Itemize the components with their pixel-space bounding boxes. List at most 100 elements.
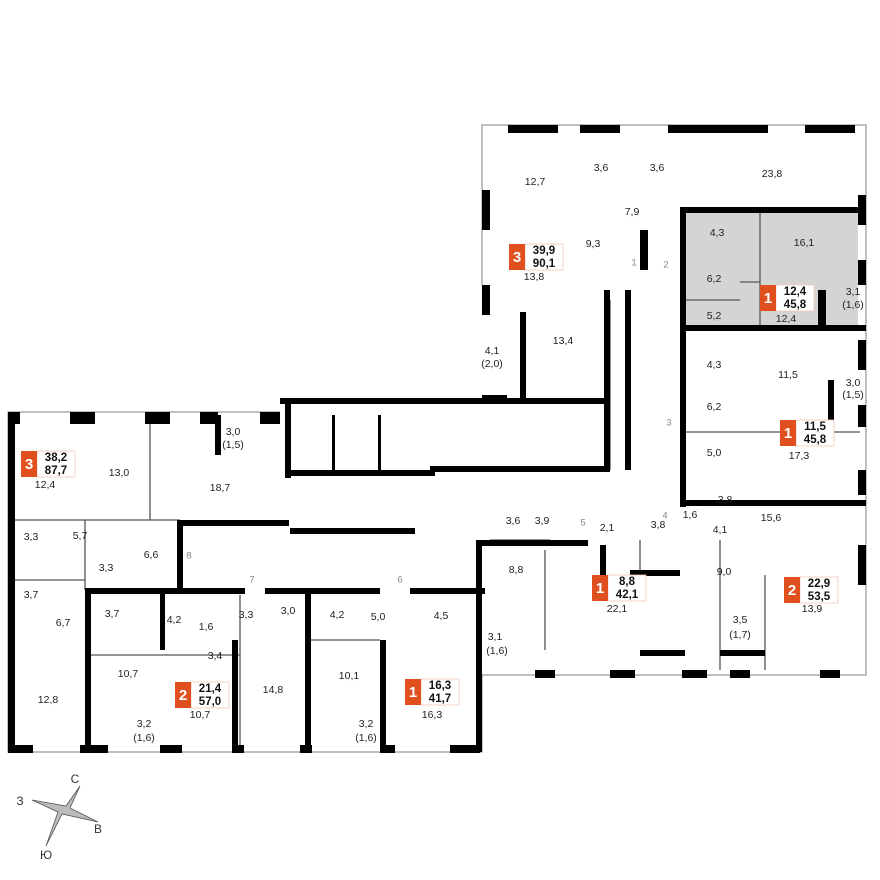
room-area-label: (1,6) bbox=[842, 299, 864, 311]
wall bbox=[145, 412, 170, 424]
room-area-label: 3,0 bbox=[226, 426, 241, 438]
badge-frame bbox=[420, 678, 460, 706]
room-count: 1 bbox=[596, 580, 604, 597]
room-area-label: 3,8 bbox=[651, 519, 666, 531]
wall bbox=[285, 398, 291, 478]
room-area-label: 3,5 bbox=[733, 614, 748, 626]
wall bbox=[482, 190, 490, 230]
room-count: 3 bbox=[25, 456, 33, 473]
compass-east: В bbox=[94, 822, 102, 836]
room-count-box bbox=[175, 682, 191, 708]
room-count-box bbox=[405, 679, 421, 705]
room-area-label: 10,7 bbox=[118, 668, 139, 680]
wall bbox=[290, 528, 415, 534]
wall bbox=[508, 125, 558, 133]
wall bbox=[604, 290, 610, 470]
wall bbox=[70, 412, 95, 424]
wall bbox=[85, 588, 91, 752]
wall bbox=[640, 650, 685, 656]
wall bbox=[280, 398, 610, 404]
room-count: 2 bbox=[788, 582, 796, 599]
room-area-label: (2,0) bbox=[481, 358, 503, 370]
room-area-label: 13,0 bbox=[109, 467, 130, 479]
wall bbox=[476, 540, 588, 546]
wall bbox=[177, 520, 183, 592]
wall bbox=[160, 745, 182, 753]
badge-frame bbox=[607, 574, 647, 602]
room-area-label: 16,1 bbox=[794, 237, 815, 249]
room-area-label: 7,9 bbox=[625, 206, 640, 218]
room-area-label: (1,7) bbox=[729, 629, 751, 641]
room-area-label: 17,3 bbox=[789, 450, 810, 462]
room-area-label: 3,7 bbox=[105, 608, 120, 620]
room-area-label: 3,0 bbox=[281, 605, 296, 617]
wall bbox=[680, 325, 866, 331]
badge-frame bbox=[795, 419, 835, 447]
wall bbox=[332, 415, 335, 470]
compass-star-icon bbox=[31, 785, 99, 847]
room-area-label: 13,4 bbox=[553, 335, 574, 347]
room-area-label: 5,7 bbox=[73, 530, 88, 542]
total-area: 57,0 bbox=[199, 696, 221, 708]
entrance-number: 3 bbox=[666, 418, 671, 429]
wall bbox=[260, 412, 280, 424]
entrance-number: 8 bbox=[186, 551, 191, 562]
room-area-label: 5,0 bbox=[707, 447, 722, 459]
room-area-label: 3,3 bbox=[239, 609, 254, 621]
compass-west: З bbox=[16, 794, 23, 808]
room-area-label: 4,1 bbox=[713, 524, 728, 536]
wall bbox=[285, 470, 435, 476]
compass-south: Ю bbox=[40, 848, 52, 862]
wall bbox=[630, 570, 680, 576]
room-area-label: 23,8 bbox=[762, 168, 783, 180]
wall bbox=[300, 745, 312, 753]
room-area-label: 15,6 bbox=[761, 512, 782, 524]
wall bbox=[682, 670, 707, 678]
room-area-label: (1,6) bbox=[355, 732, 377, 744]
living-area: 16,3 bbox=[429, 680, 451, 692]
wall bbox=[680, 207, 686, 507]
total-area: 42,1 bbox=[616, 589, 639, 601]
room-area-label: 10,7 bbox=[190, 709, 211, 721]
wall bbox=[378, 415, 381, 470]
compass: С В Ю З bbox=[16, 772, 102, 862]
room-count: 1 bbox=[784, 425, 792, 442]
entrance-number: 4 bbox=[662, 511, 667, 522]
room-area-label: 18,7 bbox=[210, 482, 231, 494]
room-count: 1 bbox=[764, 290, 772, 307]
room-area-label: (1,5) bbox=[222, 439, 244, 451]
wall bbox=[818, 290, 826, 330]
living-area: 8,8 bbox=[619, 576, 636, 588]
living-area: 38,2 bbox=[45, 452, 67, 464]
room-area-label: 3,2 bbox=[359, 718, 374, 730]
wall bbox=[200, 412, 218, 424]
room-area-label: (1,6) bbox=[133, 732, 155, 744]
room-count-box bbox=[784, 577, 800, 603]
compass-north: С bbox=[71, 772, 80, 786]
wall bbox=[720, 650, 765, 656]
wall bbox=[265, 588, 380, 594]
entrance-number: 2 bbox=[663, 260, 668, 271]
room-area-label: 1,6 bbox=[199, 621, 214, 633]
room-area-label: 4,2 bbox=[330, 609, 345, 621]
wall bbox=[640, 230, 648, 270]
room-area-label: 3,6 bbox=[594, 162, 609, 174]
wall bbox=[730, 670, 750, 678]
room-area-label: 3,3 bbox=[24, 531, 39, 543]
living-area: 21,4 bbox=[199, 683, 222, 695]
wall bbox=[858, 260, 866, 285]
room-area-label: 3,3 bbox=[99, 562, 114, 574]
room-area-label: 12,4 bbox=[35, 479, 56, 491]
room-area-label: 3,2 bbox=[137, 718, 152, 730]
room-area-label: 5,2 bbox=[707, 310, 722, 322]
entrance-number: 6 bbox=[397, 575, 402, 586]
apartment-badge[interactable]: 1 8,842,1 bbox=[592, 574, 647, 602]
